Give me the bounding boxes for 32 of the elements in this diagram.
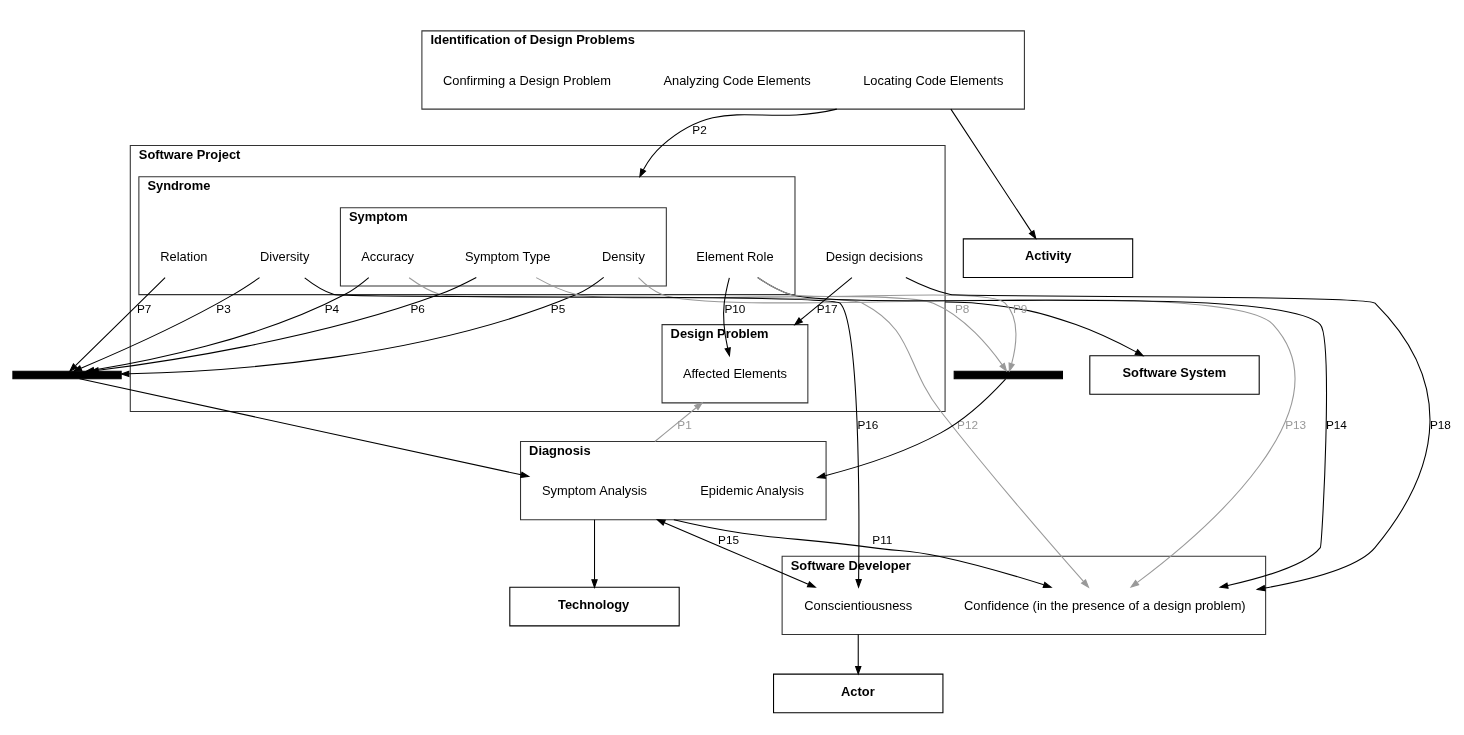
edge-label: P5	[550, 301, 566, 315]
edge-label: P11	[872, 533, 893, 547]
node-text: Analyzing Code Elements	[663, 72, 811, 88]
edge-label: P3	[216, 301, 231, 315]
edge-label: P17	[816, 301, 838, 315]
node-text: Symptom Type	[464, 249, 551, 265]
node-text: Epidemic Analysis	[700, 483, 804, 499]
node-text: Element Role	[696, 249, 774, 265]
edge-label: P16	[857, 418, 879, 432]
node-text: Relation	[160, 249, 208, 265]
node-text: Conscientiousness	[804, 597, 913, 613]
edge-label: P18	[1429, 418, 1451, 432]
node-text: Locating Code Elements	[863, 72, 1004, 88]
edge-label: P6	[410, 301, 425, 315]
edge-label: P7	[137, 301, 152, 315]
edge-label: P15	[718, 533, 739, 547]
edge-label: P2	[692, 122, 707, 136]
edge-label: P4	[324, 301, 340, 315]
node-text: Diversity	[260, 249, 310, 265]
node-text: Confirming a Design Problem	[442, 72, 611, 88]
node-text: Affected Elements	[682, 366, 788, 382]
node-text: Confidence (in the presence of a design problem)	[963, 597, 1246, 613]
edge-label: P1	[677, 418, 692, 432]
edge-label: P12	[957, 418, 979, 432]
node-text: Symptom Analysis	[541, 483, 648, 499]
edge-label: P14	[1325, 418, 1347, 432]
edge-label: P8	[955, 301, 970, 315]
node-text: Accuracy	[361, 249, 415, 265]
node-text: Design decisions	[825, 249, 923, 265]
edge-label: P13	[1285, 418, 1307, 432]
edge-label: P10	[724, 301, 746, 315]
node-text: Density	[602, 249, 645, 265]
